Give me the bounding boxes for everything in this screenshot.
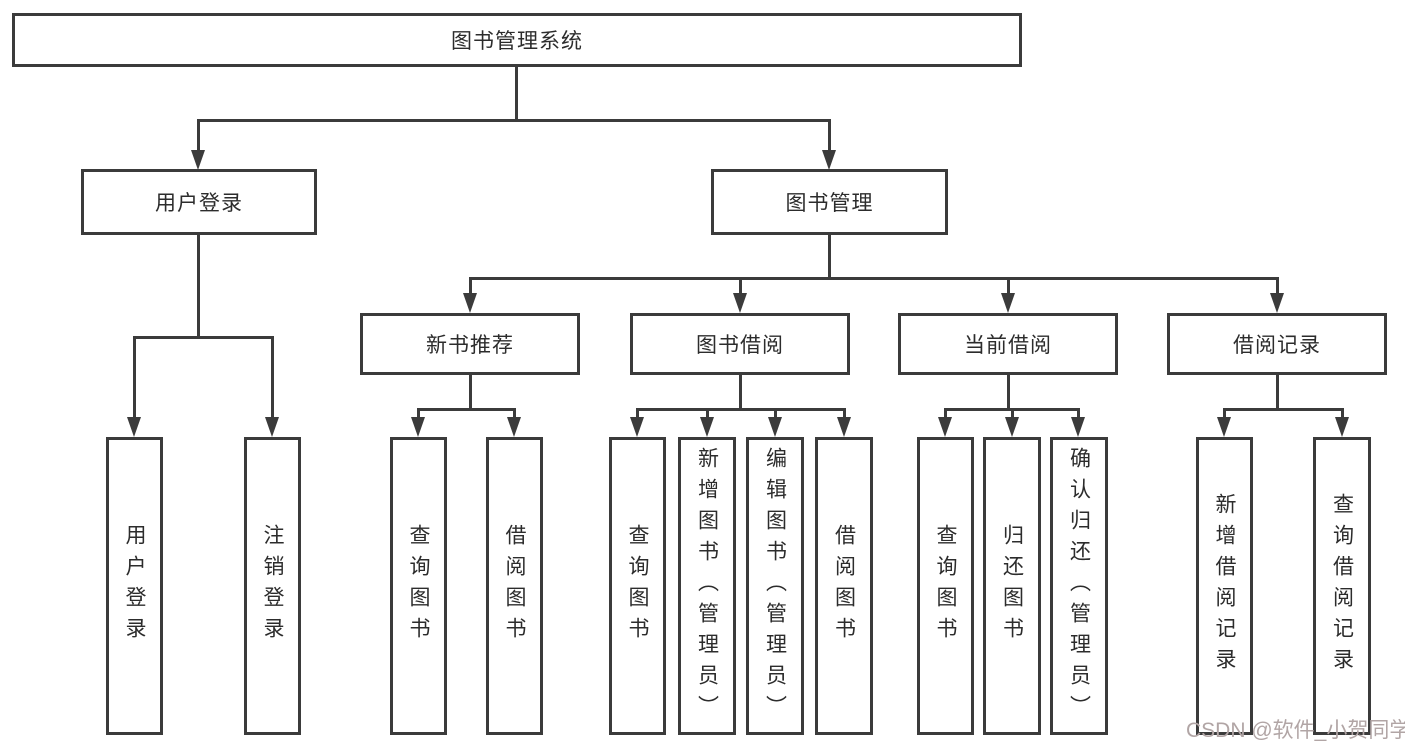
connector-stem	[1223, 408, 1226, 420]
leaf-recommend-borrow-book: 借阅图书	[486, 437, 543, 735]
node-user-login: 用户登录	[81, 169, 317, 235]
arrow-down-icon	[265, 417, 279, 437]
leaf-records-add-record: 新增借阅记录	[1196, 437, 1253, 735]
connector-stem	[1077, 408, 1080, 420]
node-current-borrow-label: 当前借阅	[964, 334, 1052, 357]
connector-level1-hline	[197, 119, 831, 122]
arrow-down-icon	[507, 417, 521, 437]
leaf-records-query-record-label: 查询借阅记录	[1330, 493, 1354, 679]
arrow-down-icon	[1217, 417, 1231, 437]
arrow-down-icon	[938, 417, 952, 437]
leaf-borrow-edit-book-admin: 编辑图书（管理员）	[746, 437, 804, 735]
watermark: CSDN @软件_小贺同学	[1186, 719, 1405, 742]
connector-mgmt-trunk	[828, 235, 831, 277]
connector-stem-user-login	[197, 119, 200, 152]
leaf-current-return-book-label: 归还图书	[1000, 524, 1024, 648]
node-library-system-label: 图书管理系统	[451, 30, 583, 53]
connector-borrow-trunk	[739, 375, 742, 408]
arrow-down-icon	[127, 417, 141, 437]
connector-user-hline	[133, 336, 273, 339]
connector-borrow-hline	[636, 408, 845, 411]
arrow-down-icon	[1270, 293, 1284, 313]
arrow-down-icon	[700, 417, 714, 437]
leaf-recommend-query-book: 查询图书	[390, 437, 447, 735]
connector-stem	[417, 408, 420, 420]
node-book-borrow-label: 图书借阅	[696, 334, 784, 357]
arrow-down-icon	[837, 417, 851, 437]
leaf-current-confirm-return-admin: 确认归还（管理员）	[1050, 437, 1108, 735]
leaf-recommend-borrow-book-label: 借阅图书	[503, 524, 526, 648]
leaf-recommend-query-book-label: 查询图书	[407, 524, 430, 648]
leaf-current-confirm-return-admin-label: 确认归还（管理员）	[1067, 446, 1091, 726]
leaf-logout: 注销登录	[244, 437, 301, 735]
node-book-borrow: 图书借阅	[630, 313, 850, 375]
leaf-logout-label: 注销登录	[261, 524, 284, 648]
leaf-borrow-query-book-label: 查询图书	[626, 524, 649, 648]
connector-stem-recommend	[469, 277, 472, 297]
connector-root-trunk	[515, 67, 518, 119]
leaf-borrow-edit-book-admin-label: 编辑图书（管理员）	[763, 446, 787, 726]
leaf-user-login-label: 用户登录	[123, 524, 146, 648]
leaf-records-add-record-label: 新增借阅记录	[1213, 493, 1236, 679]
connector-stem-leaf-logout	[271, 336, 274, 419]
arrow-down-icon	[630, 417, 644, 437]
arrow-down-icon	[463, 293, 477, 313]
arrow-down-icon	[1001, 293, 1015, 313]
arrow-down-icon	[733, 293, 747, 313]
connector-user-trunk	[197, 235, 200, 336]
connector-stem	[1341, 408, 1344, 420]
node-current-borrow: 当前借阅	[898, 313, 1118, 375]
connector-stem-records	[1276, 277, 1279, 297]
connector-stem	[843, 408, 846, 420]
connector-stem	[944, 408, 947, 420]
arrow-down-icon	[1335, 417, 1349, 437]
leaf-current-query-book-label: 查询图书	[934, 524, 957, 648]
connector-stem-book-mgmt	[828, 119, 831, 152]
leaf-borrow-add-book-admin: 新增图书（管理员）	[678, 437, 736, 735]
connector-stem	[1011, 408, 1014, 420]
connector-recommend-trunk	[469, 375, 472, 408]
node-new-book-recommend-label: 新书推荐	[426, 334, 514, 357]
node-user-login-label: 用户登录	[155, 192, 243, 215]
arrow-down-icon	[411, 417, 425, 437]
connector-records-trunk	[1276, 375, 1279, 408]
arrow-down-icon	[191, 150, 205, 170]
connector-recommend-hline	[417, 408, 516, 411]
connector-stem-leaf-user-login	[133, 336, 136, 419]
connector-stem-borrow	[739, 277, 742, 297]
connector-stem	[636, 408, 639, 420]
node-library-system: 图书管理系统	[12, 13, 1022, 67]
connector-stem	[513, 408, 516, 420]
leaf-borrow-add-book-admin-label: 新增图书（管理员）	[695, 446, 719, 726]
arrow-down-icon	[1071, 417, 1085, 437]
leaf-borrow-borrow-book-label: 借阅图书	[832, 524, 856, 648]
node-borrow-records: 借阅记录	[1167, 313, 1387, 375]
connector-mgmt-hline	[469, 277, 1279, 280]
node-borrow-records-label: 借阅记录	[1233, 334, 1321, 357]
connector-stem	[774, 408, 777, 420]
arrow-down-icon	[768, 417, 782, 437]
leaf-borrow-query-book: 查询图书	[609, 437, 666, 735]
arrow-down-icon	[822, 150, 836, 170]
connector-records-hline	[1223, 408, 1343, 411]
leaf-current-query-book: 查询图书	[917, 437, 974, 735]
arrow-down-icon	[1005, 417, 1019, 437]
leaf-borrow-borrow-book: 借阅图书	[815, 437, 873, 735]
node-book-management-label: 图书管理	[785, 192, 874, 215]
connector-stem	[706, 408, 709, 420]
node-book-management: 图书管理	[711, 169, 948, 235]
leaf-records-query-record: 查询借阅记录	[1313, 437, 1371, 735]
leaf-current-return-book: 归还图书	[983, 437, 1041, 735]
connector-current-trunk	[1007, 375, 1010, 408]
leaf-user-login: 用户登录	[106, 437, 163, 735]
node-new-book-recommend: 新书推荐	[360, 313, 580, 375]
connector-stem-current	[1007, 277, 1010, 297]
